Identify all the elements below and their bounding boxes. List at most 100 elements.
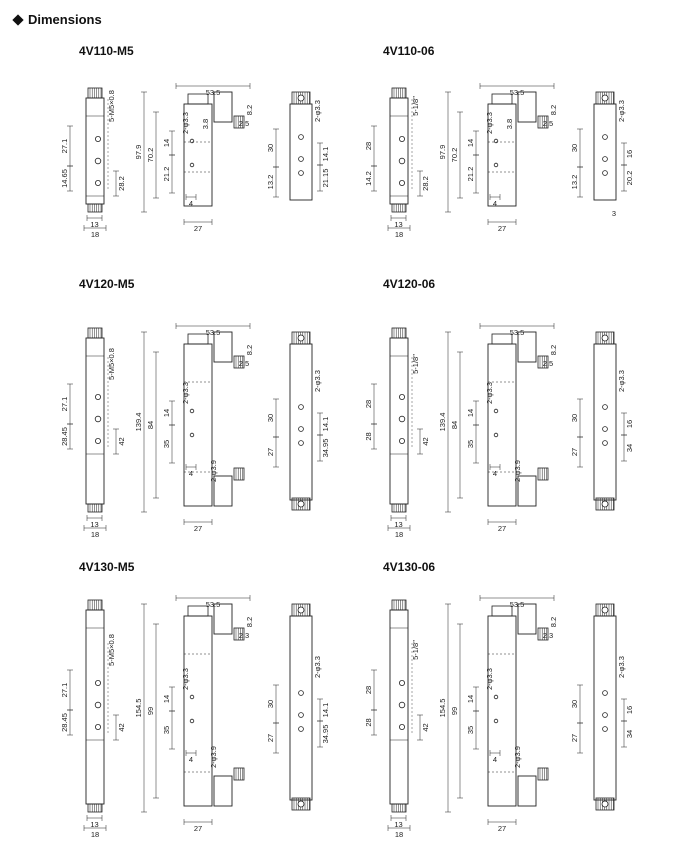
dimension-label: 2-φ3.9	[209, 746, 218, 768]
outline-rect	[187, 605, 209, 617]
dimension-label: 14	[466, 695, 475, 703]
outline-rect	[213, 475, 233, 507]
dimension-label: 21.15	[321, 169, 330, 188]
port-circle	[298, 690, 304, 696]
port-circle	[298, 426, 304, 432]
dimension-label: 13	[394, 220, 402, 229]
dimension-label: 34.95	[321, 725, 330, 744]
outline-rect	[187, 333, 209, 345]
port-circle	[493, 432, 499, 438]
outline-rect	[389, 97, 409, 205]
dimension-label: 3.8	[201, 119, 210, 129]
dimension-label: 28.2	[117, 176, 126, 191]
port-circle	[601, 800, 609, 808]
dimension-label: 97.9	[134, 145, 143, 160]
outline-rect	[291, 497, 311, 511]
port-circle	[297, 800, 305, 808]
model-label-4v120-m5: 4V120-M5	[79, 277, 135, 291]
dimension-label: 5-1/8"	[411, 354, 420, 374]
dimension-label: 84	[146, 421, 155, 429]
outline-rect	[87, 203, 103, 213]
dimension-label: 2-φ3.3	[313, 656, 322, 678]
dimension-label: 30	[266, 700, 275, 708]
dimension-label: 2.5	[543, 119, 553, 128]
outline-rect	[593, 103, 617, 201]
dimension-label: 27	[498, 524, 506, 533]
port-circle	[298, 170, 304, 176]
dimension-label: 2-φ3.3	[617, 100, 626, 122]
dimension-label: 34.95	[321, 439, 330, 458]
dimension-label: 30	[570, 414, 579, 422]
dimension-label: 30	[570, 700, 579, 708]
dimension-label: 2.5	[543, 359, 553, 368]
port-circle	[493, 408, 499, 414]
outline-rect	[537, 627, 549, 641]
dimension-label: 27	[570, 734, 579, 742]
page-title: Dimensions	[10, 12, 102, 27]
port-circle	[297, 606, 305, 614]
dimension-label: 21.2	[466, 167, 475, 182]
dimension-label: 13.2	[266, 175, 275, 190]
outline-rect	[85, 609, 105, 805]
port-circle	[601, 500, 609, 508]
dimension-label: 84	[450, 421, 459, 429]
dimension-label: 2-φ3.9	[209, 460, 218, 482]
port-circle	[189, 138, 195, 144]
outline-rect	[537, 115, 549, 129]
dimension-label: 53.5	[510, 88, 525, 97]
port-circle	[95, 724, 102, 731]
port-circle	[601, 94, 609, 102]
port-circle	[189, 408, 195, 414]
outline-rect	[183, 343, 213, 507]
port-circle	[602, 440, 608, 446]
port-circle	[297, 500, 305, 508]
outline-rect	[491, 605, 513, 617]
port-circle	[189, 432, 195, 438]
dimension-label: 28	[364, 718, 373, 726]
dimension-label: 2-φ3.9	[513, 460, 522, 482]
dimension-label: 3.8	[505, 119, 514, 129]
port-circle	[298, 156, 304, 162]
outline-rect	[595, 91, 615, 105]
dimension-label: 18	[91, 830, 99, 839]
dimension-label: 13	[394, 820, 402, 829]
dimension-label: 16	[625, 706, 634, 714]
outline-rect	[487, 615, 517, 807]
dimension-label: 5-M5×0.8	[107, 634, 116, 666]
port-circle	[602, 712, 608, 718]
dimension-label: 14	[162, 695, 171, 703]
dimension-label: 18	[91, 530, 99, 539]
outline-rect	[213, 331, 233, 363]
dimension-label: 53.5	[206, 328, 221, 337]
dimension-label: 13	[90, 820, 98, 829]
dimension-label: 70.2	[146, 148, 155, 163]
outline-rect	[87, 599, 103, 611]
outline-rect	[537, 355, 549, 369]
dimension-label: 14	[162, 139, 171, 147]
model-label-4v130-m5: 4V130-M5	[79, 560, 135, 574]
port-circle	[297, 334, 305, 342]
dimension-label: 21.2	[162, 167, 171, 182]
dimension-label: 16	[625, 420, 634, 428]
dimension-label: 139.4	[438, 413, 447, 432]
dimension-label: 4	[189, 755, 193, 764]
port-circle	[298, 404, 304, 410]
dimension-label: 14	[466, 139, 475, 147]
dimension-label: 53.5	[206, 88, 221, 97]
outline-rect	[291, 797, 311, 811]
dimension-label: 4	[493, 469, 497, 478]
model-label-4v110-06: 4V110-06	[383, 44, 435, 58]
outline-rect	[291, 91, 311, 105]
dimension-label: 35	[466, 726, 475, 734]
port-circle	[493, 694, 499, 700]
dimension-label: 4	[493, 199, 497, 208]
dimension-label: 4	[189, 469, 193, 478]
dimension-label: 14.1	[321, 417, 330, 432]
dimension-label: 2-φ3.3	[485, 112, 494, 134]
dimension-label: 13	[90, 220, 98, 229]
dimension-label: 18	[395, 230, 403, 239]
